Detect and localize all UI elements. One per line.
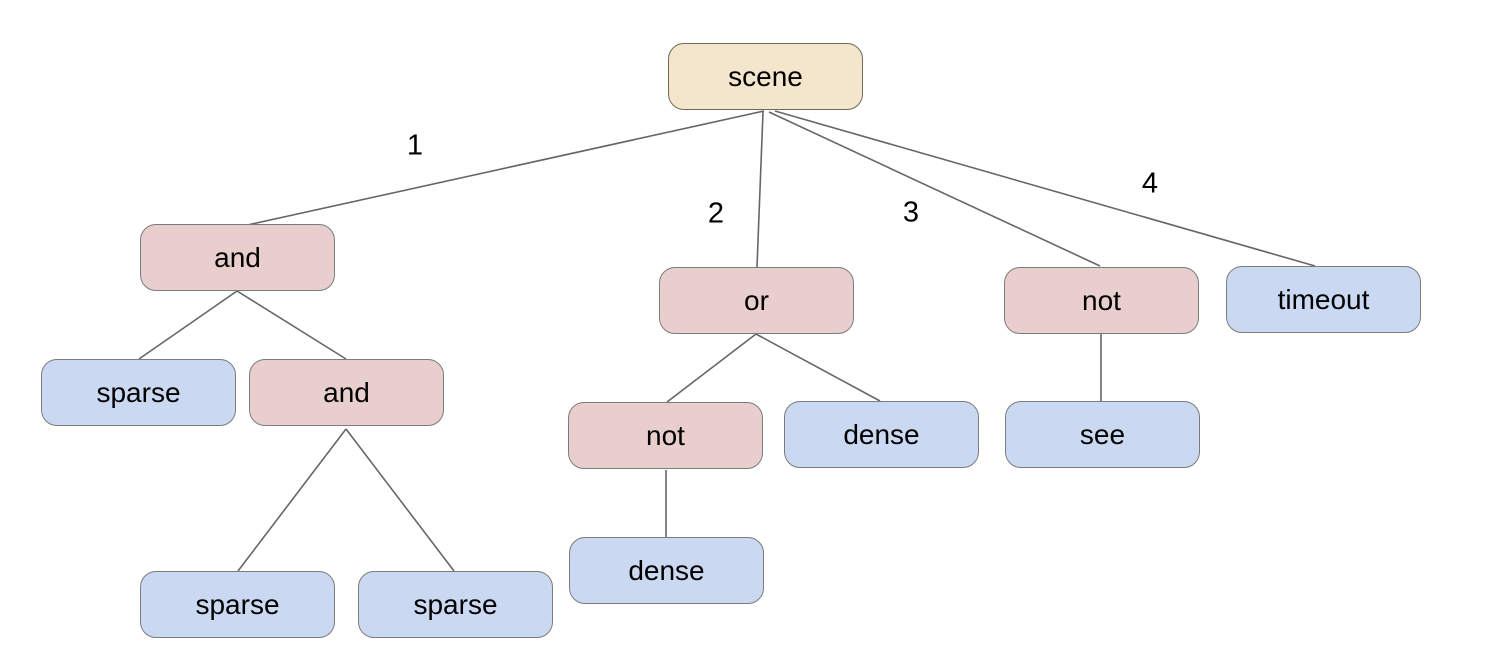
node-or-1: or: [659, 267, 854, 334]
node-and-1: and: [140, 224, 335, 291]
edge-scene-and1: [242, 110, 765, 227]
edge-scene-timeout: [774, 110, 1316, 267]
edge-or1-not2: [666, 333, 757, 403]
edge-or1-dense1: [755, 333, 881, 402]
edge-label-3: 3: [902, 196, 920, 229]
edge-and1-sparse1: [138, 290, 238, 360]
node-see-1: see: [1005, 401, 1200, 468]
node-not-1: not: [1004, 267, 1199, 334]
node-scene: scene: [668, 43, 863, 110]
node-sparse-2: sparse: [140, 571, 335, 638]
edge-label-1: 1: [406, 129, 424, 162]
edge-scene-not1: [768, 111, 1101, 267]
edge-and2-sparse2: [237, 428, 347, 572]
edge-and2-sparse3: [345, 428, 455, 572]
node-dense-1: dense: [784, 401, 979, 468]
edge-and1-and2: [236, 290, 347, 360]
node-not-2: not: [568, 402, 763, 469]
edge-scene-or1: [756, 111, 764, 268]
node-and-2: and: [249, 359, 444, 426]
node-sparse-3: sparse: [358, 571, 553, 638]
edge-label-4: 4: [1141, 167, 1159, 200]
node-sparse-1: sparse: [41, 359, 236, 426]
edge-label-2: 2: [707, 197, 725, 230]
node-dense-2: dense: [569, 537, 764, 604]
node-timeout-1: timeout: [1226, 266, 1421, 333]
